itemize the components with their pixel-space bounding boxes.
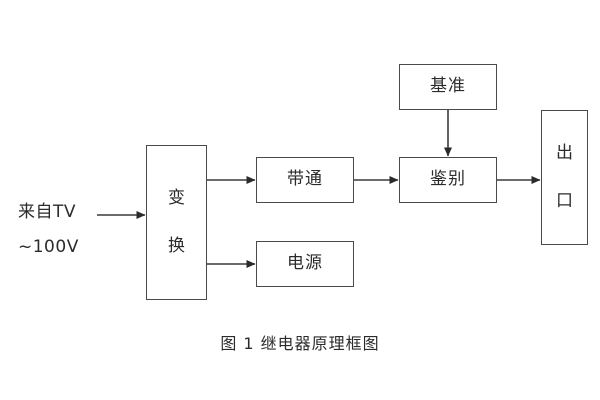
block-transform[interactable]: 变 换	[146, 145, 207, 300]
source-label-line2: ~100V	[18, 237, 79, 257]
figure-caption: 图 1 继电器原理框图	[220, 334, 380, 353]
block-output-char1: 出	[556, 142, 573, 163]
block-output-char2: 口	[556, 190, 573, 211]
block-output[interactable]: 出 口	[541, 110, 588, 245]
block-reference[interactable]: 基准	[399, 64, 497, 110]
block-transform-char2: 换	[168, 235, 185, 256]
block-transform-char1: 变	[168, 187, 185, 208]
block-discriminate-label: 鉴别	[430, 169, 466, 190]
block-discriminate[interactable]: 鉴别	[399, 157, 497, 203]
block-power[interactable]: 电源	[256, 241, 354, 287]
block-reference-label: 基准	[430, 76, 466, 97]
source-label-line1: 来自TV	[18, 202, 77, 222]
block-bandpass-label: 带通	[287, 169, 323, 190]
block-power-label: 电源	[287, 253, 323, 274]
block-bandpass[interactable]: 带通	[256, 157, 354, 203]
